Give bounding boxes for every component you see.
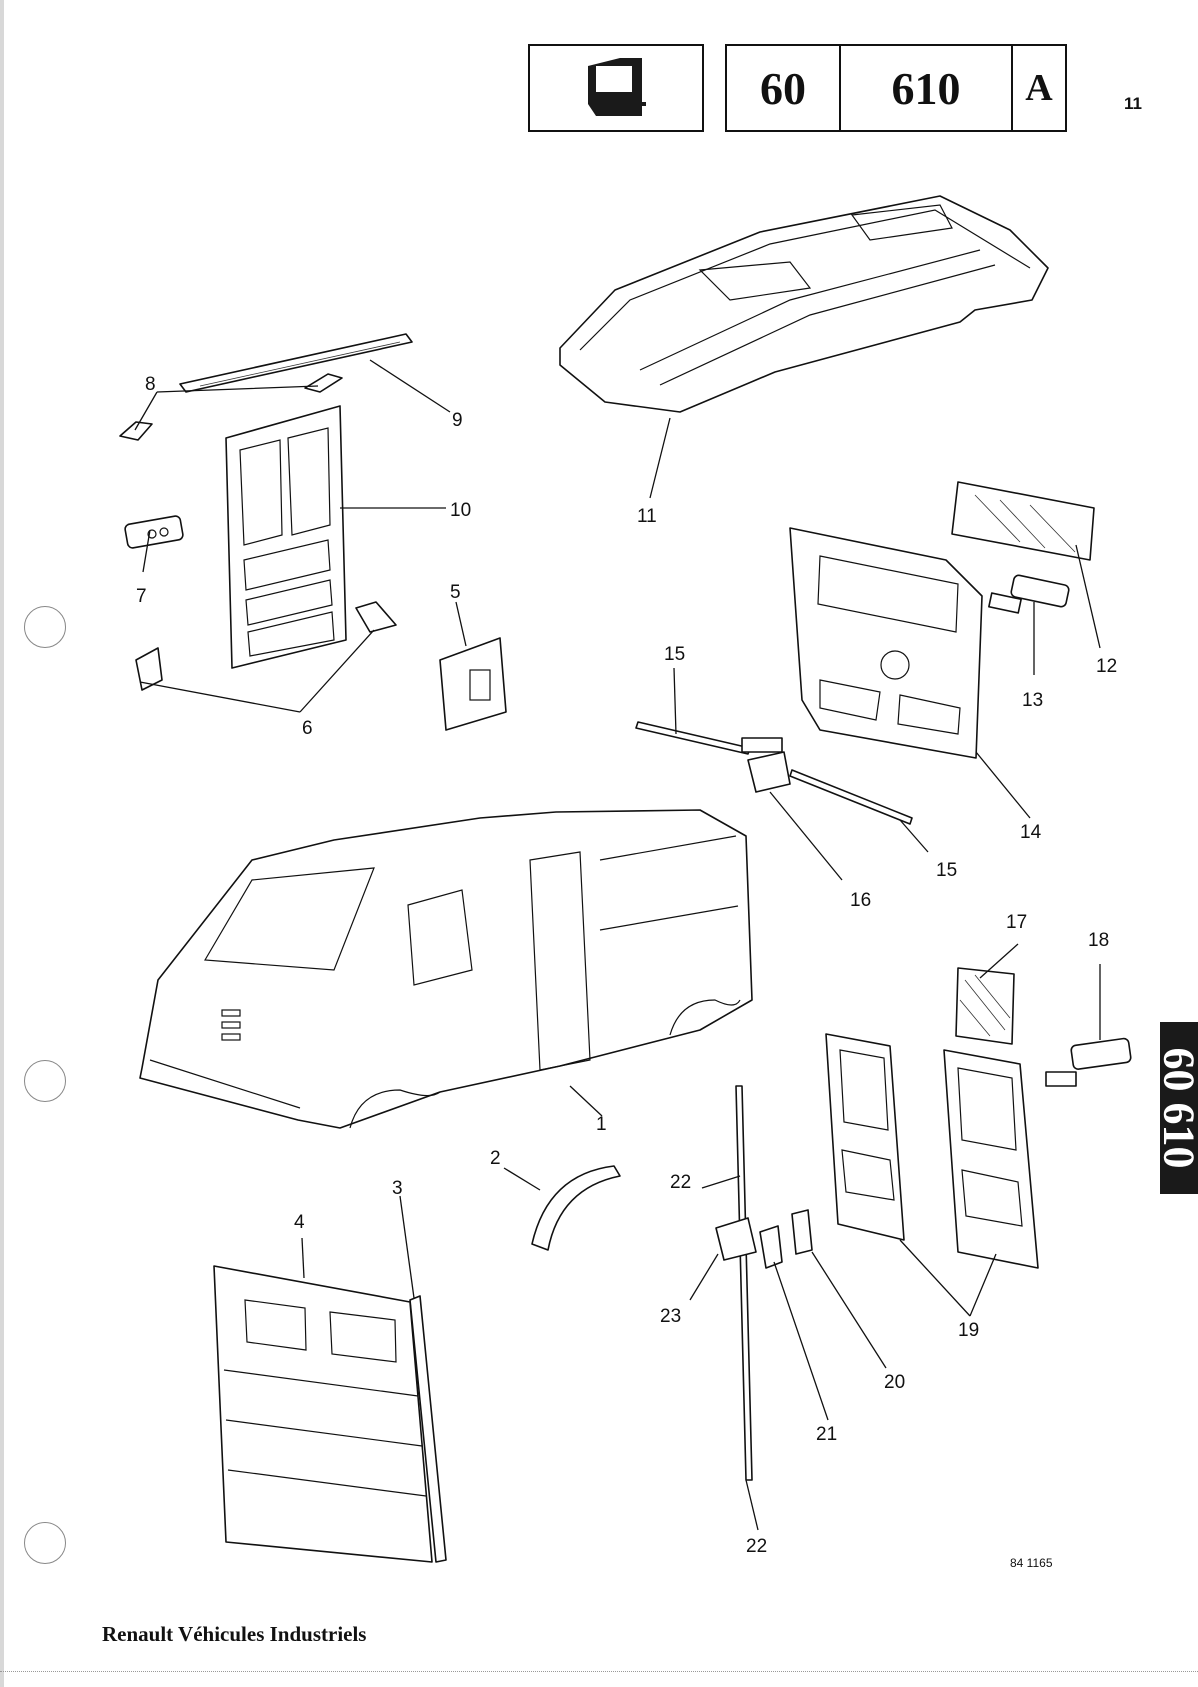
label-5: 5 bbox=[450, 582, 461, 603]
label-9: 9 bbox=[452, 410, 463, 431]
part-hinge-8a bbox=[120, 422, 152, 440]
part-lock-5 bbox=[440, 638, 506, 730]
label-4: 4 bbox=[294, 1212, 305, 1233]
part-handle-7 bbox=[124, 515, 183, 548]
label-18: 18 bbox=[1088, 930, 1109, 951]
part-roof-11 bbox=[560, 196, 1048, 412]
label-23: 23 bbox=[660, 1306, 681, 1327]
label-1: 1 bbox=[596, 1114, 607, 1135]
part-wheel-arch-2 bbox=[532, 1166, 620, 1250]
part-door-10 bbox=[226, 406, 346, 668]
part-rail-9 bbox=[180, 334, 412, 392]
label-14: 14 bbox=[1020, 822, 1042, 843]
part-glass-17 bbox=[956, 968, 1014, 1044]
label-21: 21 bbox=[816, 1424, 837, 1445]
part-handle-18 bbox=[1046, 1038, 1131, 1086]
label-8: 8 bbox=[145, 374, 156, 395]
label-6: 6 bbox=[302, 718, 313, 739]
part-bracket-20 bbox=[792, 1210, 812, 1254]
label-7: 7 bbox=[136, 586, 147, 607]
label-3: 3 bbox=[392, 1178, 403, 1199]
label-2: 2 bbox=[490, 1148, 501, 1169]
label-13: 13 bbox=[1022, 690, 1043, 711]
part-hinge-8b bbox=[305, 374, 342, 392]
label-19: 19 bbox=[958, 1320, 979, 1341]
part-rod-15b bbox=[790, 770, 912, 824]
footer-company-name: Renault Véhicules Industriels bbox=[102, 1622, 366, 1647]
label-16: 16 bbox=[850, 890, 871, 911]
label-10: 10 bbox=[450, 500, 471, 521]
part-lock-16 bbox=[742, 738, 790, 792]
part-bracket-21 bbox=[760, 1226, 782, 1268]
label-11: 11 bbox=[637, 506, 657, 527]
part-handle-13 bbox=[989, 574, 1070, 613]
part-rod-15a bbox=[636, 722, 750, 754]
section-side-tab: 60 610 bbox=[1160, 1022, 1198, 1194]
part-body-1 bbox=[140, 810, 752, 1128]
label-12: 12 bbox=[1096, 656, 1117, 677]
part-hinge-6b bbox=[356, 602, 396, 632]
part-rear-doors-19 bbox=[826, 1034, 1038, 1268]
label-22-top: 22 bbox=[670, 1172, 691, 1193]
part-glass-12 bbox=[952, 482, 1094, 560]
label-22-bottom: 22 bbox=[746, 1536, 767, 1557]
document-code: 84 1165 bbox=[1010, 1556, 1053, 1570]
label-15-bottom: 15 bbox=[936, 860, 957, 881]
bottom-dotted-edge bbox=[0, 1671, 1198, 1672]
label-20: 20 bbox=[884, 1372, 905, 1393]
part-bulkhead-4 bbox=[214, 1266, 432, 1562]
label-15-top: 15 bbox=[664, 644, 685, 665]
label-17: 17 bbox=[1006, 912, 1027, 933]
part-lock-23 bbox=[716, 1218, 756, 1260]
part-rear-door-14 bbox=[790, 528, 982, 758]
part-rod-22 bbox=[736, 1086, 752, 1480]
